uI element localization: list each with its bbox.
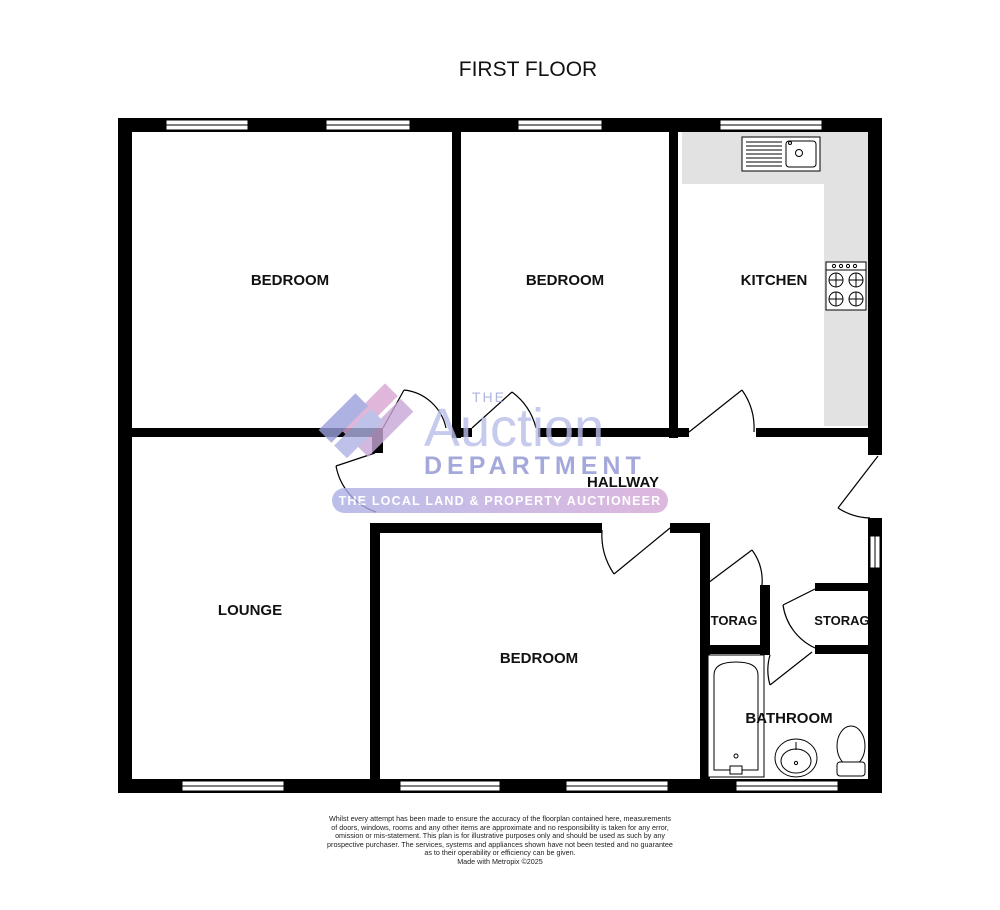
kitchen-hob (825, 261, 867, 311)
floor-title: FIRST FLOOR (459, 58, 597, 81)
window-bedroom-1-right (325, 119, 411, 131)
window-bedroom-3-left (399, 780, 501, 792)
doors (335, 389, 879, 686)
room-label-bedroom-3: BEDROOM (500, 650, 578, 667)
room-label-hallway: HALLWAY (587, 474, 659, 491)
room-label-lounge: LOUNGE (218, 602, 282, 619)
room-label-bathroom: BATHROOM (745, 710, 832, 727)
window-bedroom-1-left (165, 119, 249, 131)
door-bedroom-2 (471, 391, 537, 429)
disclaimer-line: as to their operability or efficiency ca… (424, 848, 576, 858)
disclaimer-line: of doors, windows, rooms and any other i… (331, 822, 669, 832)
room-label-kitchen: KITCHEN (741, 272, 808, 289)
watermark-department: DEPARTMENT (424, 452, 646, 480)
window-bathroom (735, 780, 839, 792)
bathroom-basin (774, 738, 818, 778)
windows (165, 119, 881, 792)
door-storage-2 (782, 588, 816, 649)
door-kitchen (688, 389, 755, 433)
room-label-bedroom-1: BEDROOM (251, 272, 329, 289)
disclaimer-line: Made with Metropix ©2025 (457, 856, 543, 866)
logo-mark (318, 383, 414, 459)
window-bedroom-2 (517, 119, 603, 131)
door-bathroom (767, 651, 813, 686)
toilet (836, 725, 866, 777)
window-lounge (181, 780, 285, 792)
room-label-bedroom-2: BEDROOM (526, 272, 604, 289)
disclaimer: Whilst every attempt has been made to en… (300, 814, 700, 867)
disclaimer-line: Whilst every attempt has been made to en… (329, 814, 671, 823)
watermark-tagline: THE LOCAL LAND & PROPERTY AUCTIONEER (339, 494, 662, 508)
window-bedroom-3-right (565, 780, 669, 792)
bathtub (707, 654, 765, 778)
window-hallway (869, 535, 881, 569)
door-front (837, 455, 879, 519)
kitchen-sink (741, 136, 821, 172)
door-bedroom-3 (601, 527, 671, 575)
window-kitchen (719, 119, 823, 131)
watermark-the: THE (472, 389, 506, 405)
watermark-logo: THE Auction DEPARTMENT THE LOCAL LAND & … (318, 383, 668, 513)
room-label-storage-2: STORAG (814, 613, 869, 628)
walls (118, 118, 882, 793)
door-storage-1 (707, 549, 763, 586)
disclaimer-line: prospective purchaser. The services, sys… (327, 839, 673, 849)
room-label-storage-1: TORAG (711, 613, 758, 628)
disclaimer-line: omission or mis-statement. This plan is … (335, 831, 665, 841)
watermark-auction: Auction (424, 398, 604, 458)
watermark-tagline-bar (332, 488, 668, 513)
